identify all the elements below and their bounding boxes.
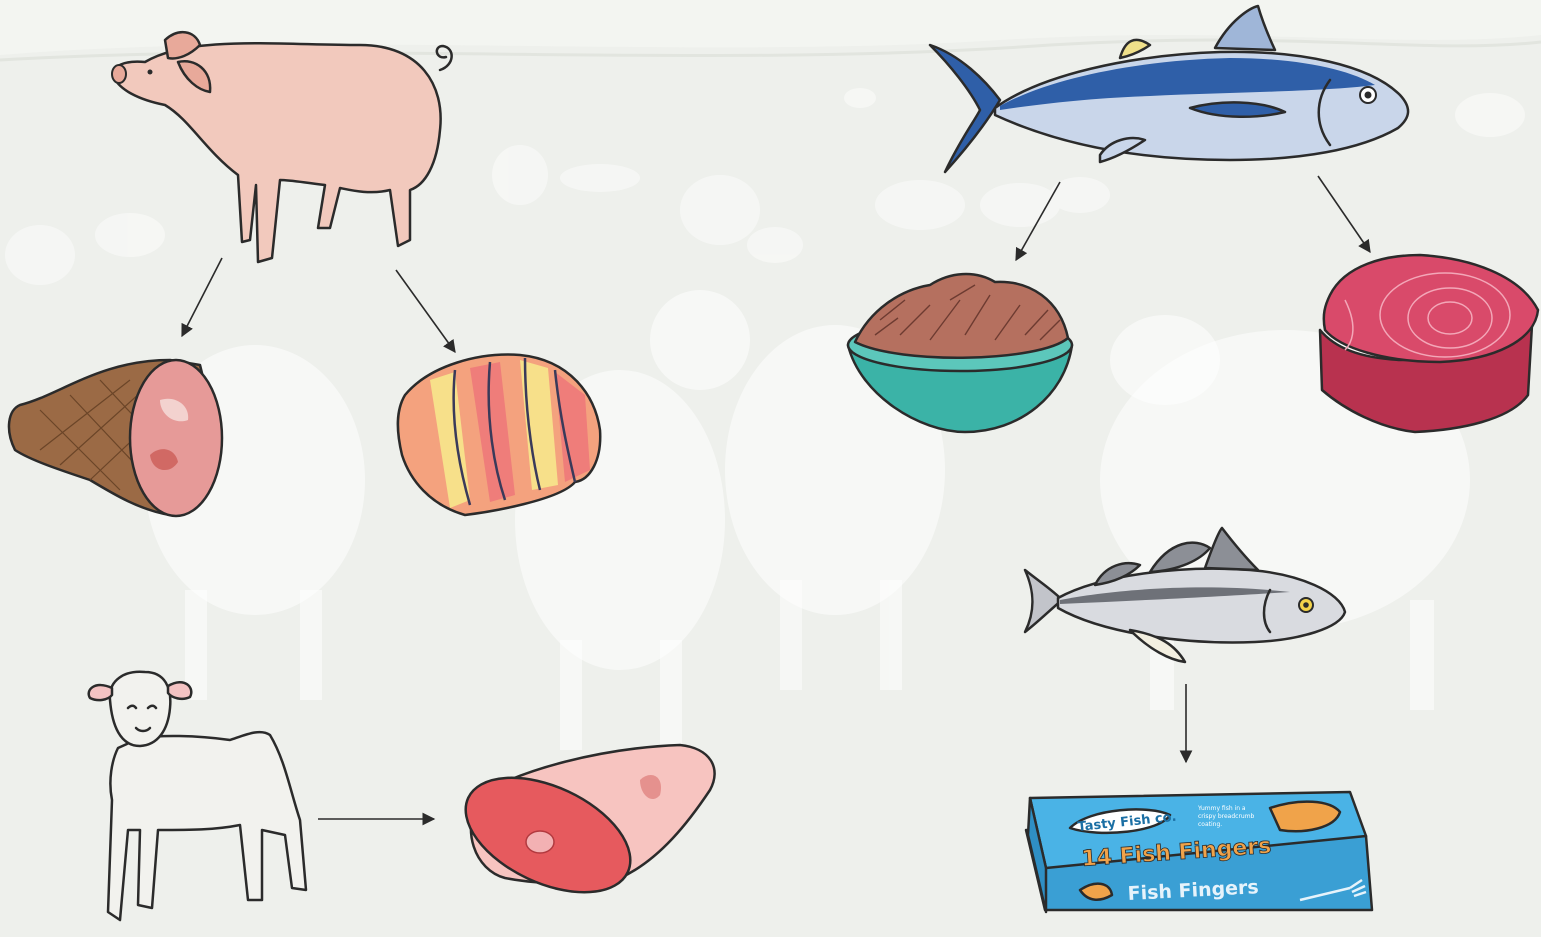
lamb-icon bbox=[89, 672, 306, 920]
arrow-tuna-to-tuna-steak bbox=[1318, 176, 1370, 252]
box-blurb-line-2: crispy breadcrumb bbox=[1198, 813, 1255, 820]
fish-fingers-box-icon: Tasty Fish co. Yummy fish in a crispy br… bbox=[1026, 792, 1372, 912]
pig-icon bbox=[112, 32, 452, 262]
box-blurb-line-3: coating. bbox=[1198, 821, 1222, 828]
arrow-pig-to-pork-roast bbox=[396, 270, 455, 352]
lamb-leg-icon bbox=[448, 745, 715, 916]
tuna-steak-icon bbox=[1320, 255, 1538, 432]
arrow-pig-to-ham bbox=[182, 258, 222, 336]
ham-joint-icon bbox=[9, 360, 222, 516]
box-blurb-line-1: Yummy fish in a bbox=[1197, 805, 1246, 812]
